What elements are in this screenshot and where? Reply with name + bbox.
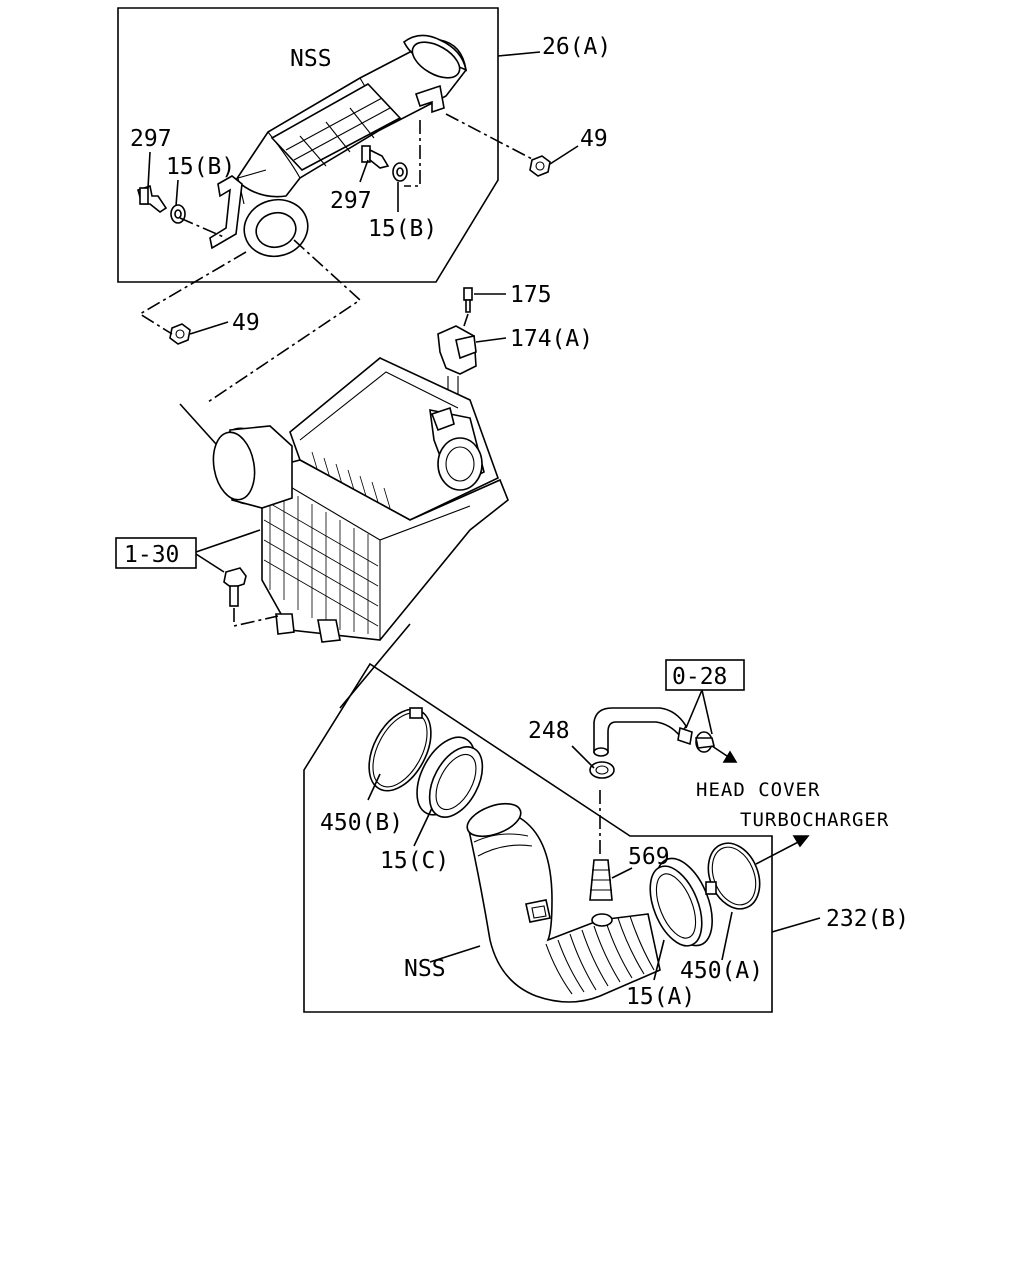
air-cleaner-housing xyxy=(212,357,509,643)
bolt-297-left xyxy=(137,184,168,213)
intake-hose xyxy=(466,802,661,1003)
label-450b: 450(B) xyxy=(320,810,403,836)
intake-duct xyxy=(209,34,468,258)
bolt-175 xyxy=(463,287,473,313)
label-232b: 232(B) xyxy=(826,906,909,932)
washer-15b-mid xyxy=(392,162,408,182)
clip-248 xyxy=(589,761,615,779)
bolt-lower-left xyxy=(223,567,247,607)
ref-box-1-30 xyxy=(115,537,197,569)
label-175: 175 xyxy=(510,282,552,308)
label-turbocharger: TURBOCHARGER xyxy=(740,809,889,831)
label-0-28: 0-28 xyxy=(672,664,727,690)
sleeve-15c xyxy=(416,736,484,818)
label-nss-bottom: NSS xyxy=(404,956,446,982)
label-1-30: 1-30 xyxy=(124,542,179,568)
breather-pipe xyxy=(593,707,693,757)
label-15c: 15(C) xyxy=(380,848,449,874)
clamp-450b xyxy=(368,707,432,792)
label-26a: 26(A) xyxy=(542,34,611,60)
connector-569 xyxy=(589,859,613,901)
upper-assembly-frame xyxy=(117,7,499,283)
clamp-450a xyxy=(705,842,761,910)
label-248: 248 xyxy=(528,718,570,744)
washer-15b-left xyxy=(170,204,186,224)
ref-box-0-28 xyxy=(665,659,745,691)
label-450a: 450(A) xyxy=(680,958,763,984)
label-297-left: 297 xyxy=(130,126,172,152)
label-15b-left: 15(B) xyxy=(166,154,235,180)
label-15b-mid: 15(B) xyxy=(368,216,437,242)
nut-49-left xyxy=(169,323,191,345)
label-569: 569 xyxy=(628,844,670,870)
label-49-left: 49 xyxy=(232,310,260,336)
label-head-cover: HEAD COVER xyxy=(696,779,820,801)
label-15a: 15(A) xyxy=(626,984,695,1010)
label-174a: 174(A) xyxy=(510,326,593,352)
pipe-fitting xyxy=(695,731,715,753)
label-297-mid: 297 xyxy=(330,188,372,214)
nut-49-right xyxy=(529,155,551,177)
label-nss-top: NSS xyxy=(290,46,332,72)
lower-assembly-frame xyxy=(303,662,773,1013)
sleeve-15a xyxy=(649,857,713,947)
label-49-right: 49 xyxy=(580,126,608,152)
bolt-297-mid xyxy=(361,145,390,169)
